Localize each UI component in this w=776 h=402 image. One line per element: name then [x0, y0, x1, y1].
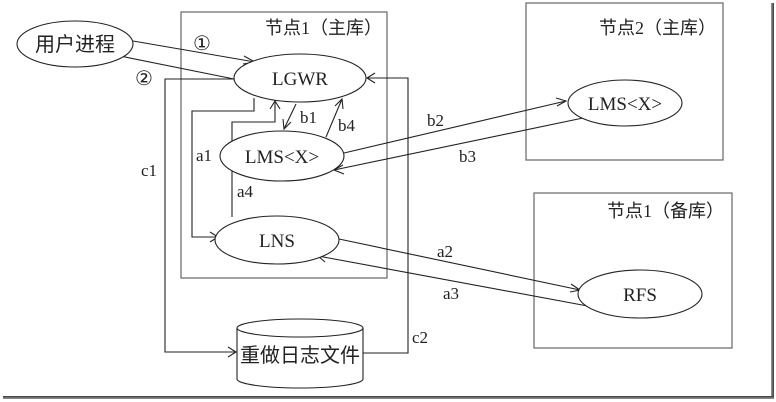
arrowhead-b1	[282, 118, 292, 131]
edge-a1	[191, 98, 255, 238]
edge-step1	[132, 40, 256, 63]
node-user-process: 用户进程	[16, 20, 134, 68]
node-label-lgwr: LGWR	[272, 69, 328, 90]
arrowhead-c2	[365, 72, 376, 84]
node-label-user-process: 用户进程	[35, 33, 115, 56]
edge-b1	[283, 103, 297, 130]
box-node1-primary	[180, 11, 388, 279]
node-lms-local: LMS<X>	[219, 130, 345, 182]
node-rfs: RFS	[577, 269, 703, 319]
label-b2: b2	[427, 111, 444, 130]
cylinder-top	[236, 318, 364, 338]
page-frame-shadow-right	[771, 3, 774, 398]
node-label-rfs: RFS	[623, 285, 657, 306]
label-a2: a2	[437, 242, 453, 261]
box-title-node2-primary: 节点2（主库）	[599, 18, 716, 38]
edge-b2	[343, 100, 567, 154]
edge-a3	[317, 255, 594, 308]
arrowhead-a4	[269, 99, 281, 110]
label-c2: c2	[412, 328, 428, 347]
edge-c2	[363, 77, 409, 354]
page-frame-shadow-bottom	[3, 396, 774, 399]
node-lgwr: LGWR	[233, 53, 367, 103]
arrowhead-b2	[555, 97, 568, 107]
edge-b4	[325, 98, 343, 138]
node-lns: LNS	[214, 215, 340, 265]
box-title-node1-primary: 节点1（主库）	[265, 18, 382, 38]
edge-b3	[333, 117, 584, 171]
node-label-lms-local: LMS<X>	[245, 147, 319, 168]
node-label-lms-remote: LMS<X>	[588, 94, 662, 115]
label-b3: b3	[459, 147, 476, 166]
node-label-lns: LNS	[259, 231, 295, 252]
label-c1: c1	[141, 161, 157, 180]
edge-a2	[338, 238, 581, 291]
box-node1-standby	[533, 192, 733, 349]
label-a1: a1	[196, 146, 212, 165]
edge-c1	[164, 78, 236, 353]
box-title-node1-standby: 节点1（备库）	[607, 201, 724, 221]
box-node2-primary	[525, 2, 724, 161]
node-label-redo-log-file: 重做日志文件	[240, 344, 360, 367]
node-redo-log-file: 重做日志文件	[236, 318, 364, 389]
label-b4: b4	[338, 116, 356, 135]
label-b1: b1	[300, 108, 317, 127]
cylinder-body	[236, 328, 364, 389]
label-a3: a3	[443, 284, 459, 303]
arrowhead-b4	[334, 97, 344, 110]
edge-step2	[119, 55, 235, 80]
label-a4: a4	[237, 182, 254, 201]
node-lms-remote: LMS<X>	[567, 79, 683, 127]
label-step2: ②	[135, 68, 153, 90]
label-step1: ①	[193, 33, 211, 55]
arrowhead-c1	[227, 346, 238, 358]
